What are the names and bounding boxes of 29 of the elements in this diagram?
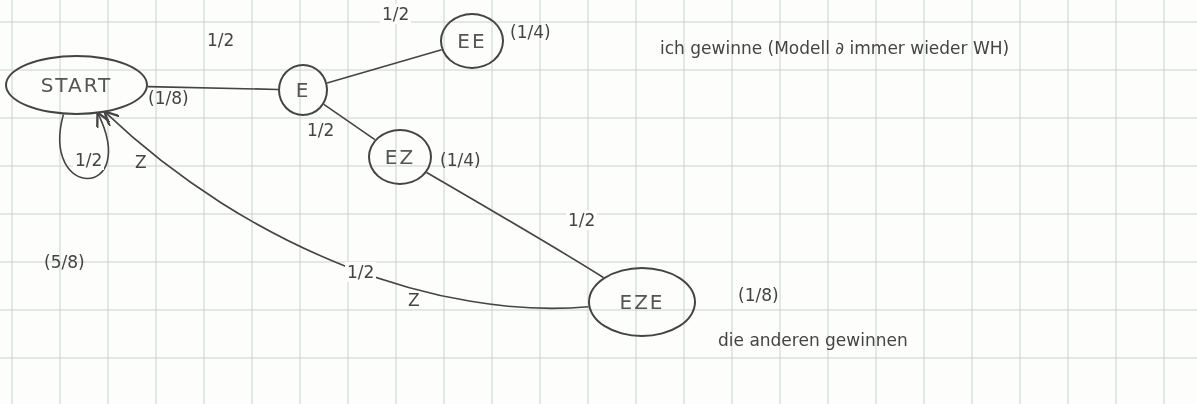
probability-label: (1/8) [148,88,189,109]
symbol-label: Z [135,152,147,173]
edge-label: 1/2 [380,4,412,25]
probability-label: (1/4) [510,22,551,43]
probability-label: (5/8) [44,252,85,273]
state-label: EE [457,29,487,53]
transition-arrow [59,111,111,180]
state-label: START [40,73,113,97]
state-label: EZ [384,145,416,169]
state-ellipse [440,13,504,69]
state-label: E [295,78,311,102]
transition-line [323,103,376,141]
transition-line [147,85,279,91]
state-ellipse [5,55,148,115]
transition-line [425,171,605,279]
state-ellipse [588,267,696,337]
edge-label: 1/2 [345,262,377,283]
note-text: ich gewinne (Modell ∂ immer wieder WH) [660,38,1010,59]
probability-label: (1/4) [440,150,481,171]
state-ellipse [368,129,432,185]
symbol-label: Z [408,290,420,311]
probability-label: (1/8) [738,285,779,306]
edge-label: 1/2 [566,210,598,231]
state-note: die anderen gewinnen [718,330,908,351]
transition-line [326,49,443,84]
state-ellipse [278,64,328,116]
transition-arrow [103,110,590,310]
state-label: EZE [619,290,665,314]
edge-label: 1/2 [73,150,105,171]
